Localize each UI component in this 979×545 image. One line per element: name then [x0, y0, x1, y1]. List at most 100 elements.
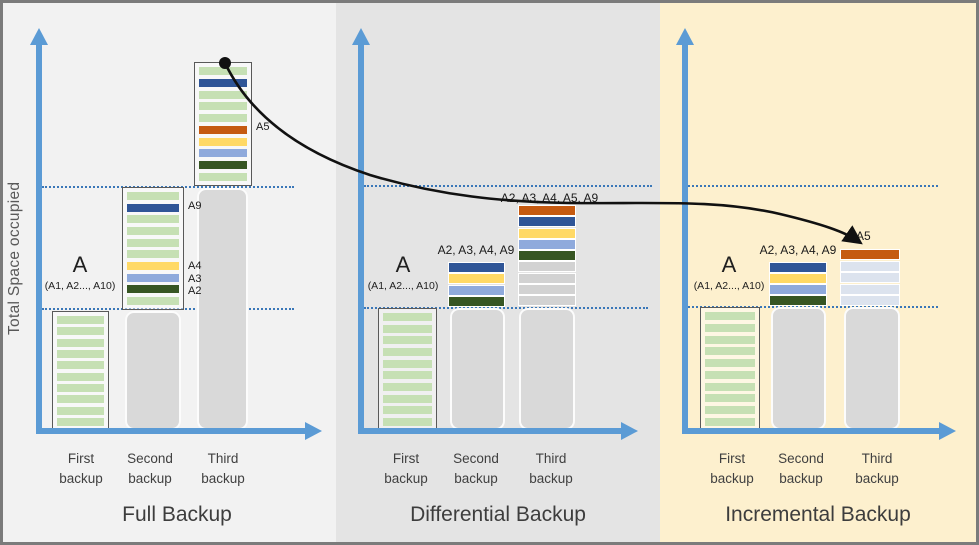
title-full-backup: Full Backup	[122, 503, 232, 526]
block-stripe-a9	[199, 78, 247, 87]
y-axis-full	[36, 44, 42, 434]
annotation-a2: A2	[188, 285, 202, 297]
block-stripe-unchanged_gray	[518, 295, 576, 306]
bar-diff-second-base	[450, 308, 505, 430]
block-stripe-unchanged_pale	[840, 260, 900, 272]
y-axis-arrow-icon	[352, 28, 370, 45]
block-stripe-a	[705, 406, 755, 415]
block-stripe-a	[57, 372, 104, 381]
annotation-a5-full: A5	[256, 121, 270, 133]
block-stripe-a	[705, 382, 755, 391]
block-stripe-a	[199, 172, 247, 181]
tick-diff-first-backup: First backup	[384, 451, 428, 486]
block-stripe-a	[57, 349, 104, 358]
source-a-sublabel: (A1, A2..., A10)	[693, 280, 765, 292]
tick-incr-third-backup: Third backup	[855, 451, 899, 486]
block-stripe-a	[383, 417, 432, 426]
x-axis-arrow-icon	[305, 422, 322, 440]
block-stripe-a	[57, 327, 104, 336]
block-stripe-a2	[448, 295, 505, 307]
block-stripe-a	[199, 114, 247, 123]
y-axis-label: Total Space occupied	[6, 181, 23, 335]
block-stripe-unchanged_gray	[518, 261, 576, 273]
annotation-diff-third: A2, A3, A4, A5, A9	[500, 191, 599, 205]
block-stripe-a2	[199, 161, 247, 170]
block-stripe-a9	[448, 262, 505, 273]
bar-incr-second-base	[771, 307, 826, 430]
bar-incr-second-changed-blocks	[769, 262, 827, 306]
block-stripe-a	[57, 406, 104, 415]
source-data-label-incr: A (A1, A2..., A10)	[691, 253, 767, 293]
reference-line-level2-incr	[688, 185, 938, 187]
reference-line-level2-diff	[364, 185, 652, 187]
annotation-diff-second: A2, A3, A4, A9	[437, 243, 515, 257]
source-data-label-diff: A (A1, A2..., A10)	[365, 252, 441, 293]
block-stripe-unchanged_pale	[840, 283, 900, 295]
block-stripe-unchanged_pale	[840, 272, 900, 283]
block-stripe-a	[383, 336, 432, 345]
annotation-a4: A4	[188, 260, 202, 272]
block-stripe-a	[383, 347, 432, 356]
block-stripe-a	[383, 371, 432, 380]
block-stripe-a4	[448, 273, 505, 285]
block-stripe-a5	[518, 205, 576, 216]
x-axis-incr	[682, 428, 940, 434]
x-axis-diff	[358, 428, 622, 434]
annotation-incr-a5: A5	[856, 229, 871, 243]
source-data-label-full: A (A1, A2..., A10)	[42, 253, 118, 293]
block-stripe-a2	[769, 295, 827, 306]
block-stripe-a	[705, 394, 755, 403]
block-stripe-a	[705, 370, 755, 379]
block-stripe-a	[199, 102, 247, 111]
block-stripe-a	[383, 359, 432, 368]
block-stripe-a4	[199, 137, 247, 146]
block-stripe-a9	[769, 262, 827, 273]
block-stripe-a	[127, 238, 179, 247]
block-stripe-a	[705, 312, 755, 320]
block-stripe-a2	[518, 250, 576, 261]
block-stripe-unchanged_gray	[518, 272, 576, 284]
block-stripe-a9	[127, 203, 179, 212]
block-stripe-a3	[199, 149, 247, 158]
bar-full-second-base	[125, 311, 181, 430]
block-stripe-a	[199, 67, 247, 75]
block-stripe-a	[705, 359, 755, 368]
block-stripe-a2	[127, 285, 179, 294]
block-stripe-a	[383, 324, 432, 333]
bar-incr-first-backup	[700, 307, 760, 431]
block-stripe-a	[383, 406, 432, 415]
block-stripe-unchanged_pale	[840, 295, 900, 306]
block-stripe-a4	[769, 273, 827, 284]
block-stripe-a3	[769, 284, 827, 295]
block-stripe-a3	[448, 284, 505, 296]
bar-diff-second-changed-blocks	[448, 262, 505, 307]
tick-full-third-backup: Third backup	[201, 451, 245, 486]
source-a-label: A	[395, 252, 411, 277]
annotation-a3: A3	[188, 273, 202, 285]
block-stripe-a	[57, 417, 104, 426]
tick-full-second-backup: Second backup	[127, 451, 173, 486]
reference-line-level1-diff	[364, 307, 648, 309]
x-axis-arrow-icon	[939, 422, 956, 440]
tick-full-first-backup: First backup	[59, 451, 103, 486]
block-stripe-a	[383, 394, 432, 403]
block-stripe-a9	[518, 216, 576, 228]
y-axis-arrow-icon	[30, 28, 48, 45]
block-stripe-a	[383, 313, 432, 321]
bar-diff-third-base	[519, 308, 575, 430]
block-stripe-a	[705, 347, 755, 356]
block-stripe-a	[127, 250, 179, 259]
y-axis-arrow-icon	[676, 28, 694, 45]
block-stripe-a5	[199, 125, 247, 134]
block-stripe-a	[127, 296, 179, 305]
bar-diff-first-backup	[378, 308, 437, 431]
tick-incr-first-backup: First backup	[710, 451, 754, 486]
bar-full-third-backup	[194, 62, 252, 186]
bar-full-second-backup	[122, 187, 184, 310]
title-incremental-backup: Incremental Backup	[725, 503, 911, 526]
block-stripe-a	[705, 417, 755, 426]
block-stripe-a4	[127, 261, 179, 270]
title-differential-backup: Differential Backup	[410, 503, 586, 526]
tick-diff-second-backup: Second backup	[453, 451, 499, 486]
